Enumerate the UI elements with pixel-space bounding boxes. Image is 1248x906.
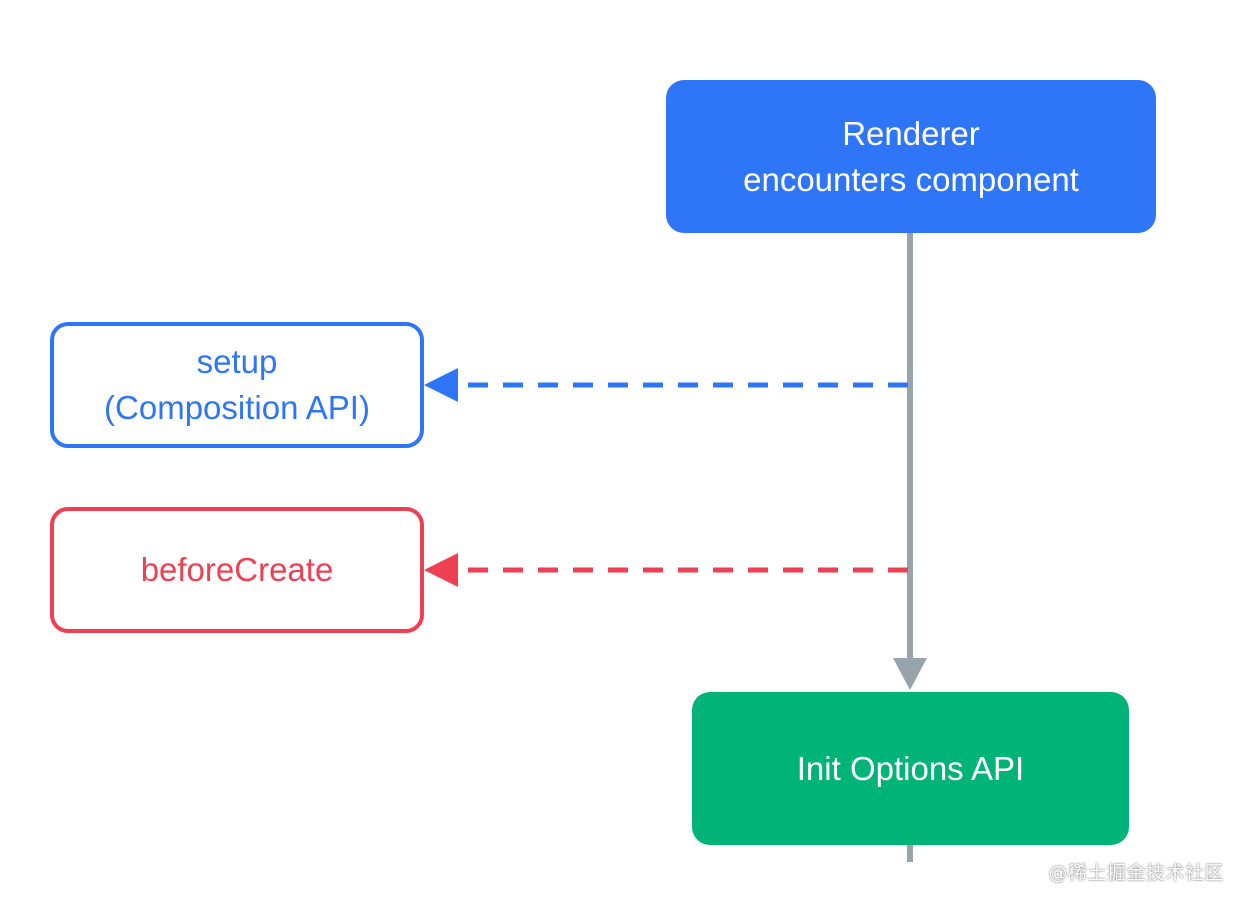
before-create-arrowhead (424, 553, 458, 587)
main-flow-arrowhead (893, 658, 927, 690)
setup-arrowhead (424, 368, 458, 402)
renderer-node-line1: Renderer (842, 114, 980, 152)
init-options-node-label: Init Options API (796, 749, 1025, 787)
setup-node: setup (Composition API) (50, 322, 424, 448)
renderer-node: Renderer encounters component (666, 80, 1156, 233)
watermark-text: @稀土掘金技术社区 (1048, 862, 1224, 884)
init-options-node: Init Options API (692, 692, 1129, 845)
before-create-node: beforeCreate (50, 507, 424, 633)
setup-node-line2: (Composition API) (104, 389, 370, 426)
setup-node-line1: setup (196, 343, 278, 380)
renderer-node-line2: encounters component (743, 160, 1079, 198)
before-create-node-label: beforeCreate (140, 551, 334, 588)
